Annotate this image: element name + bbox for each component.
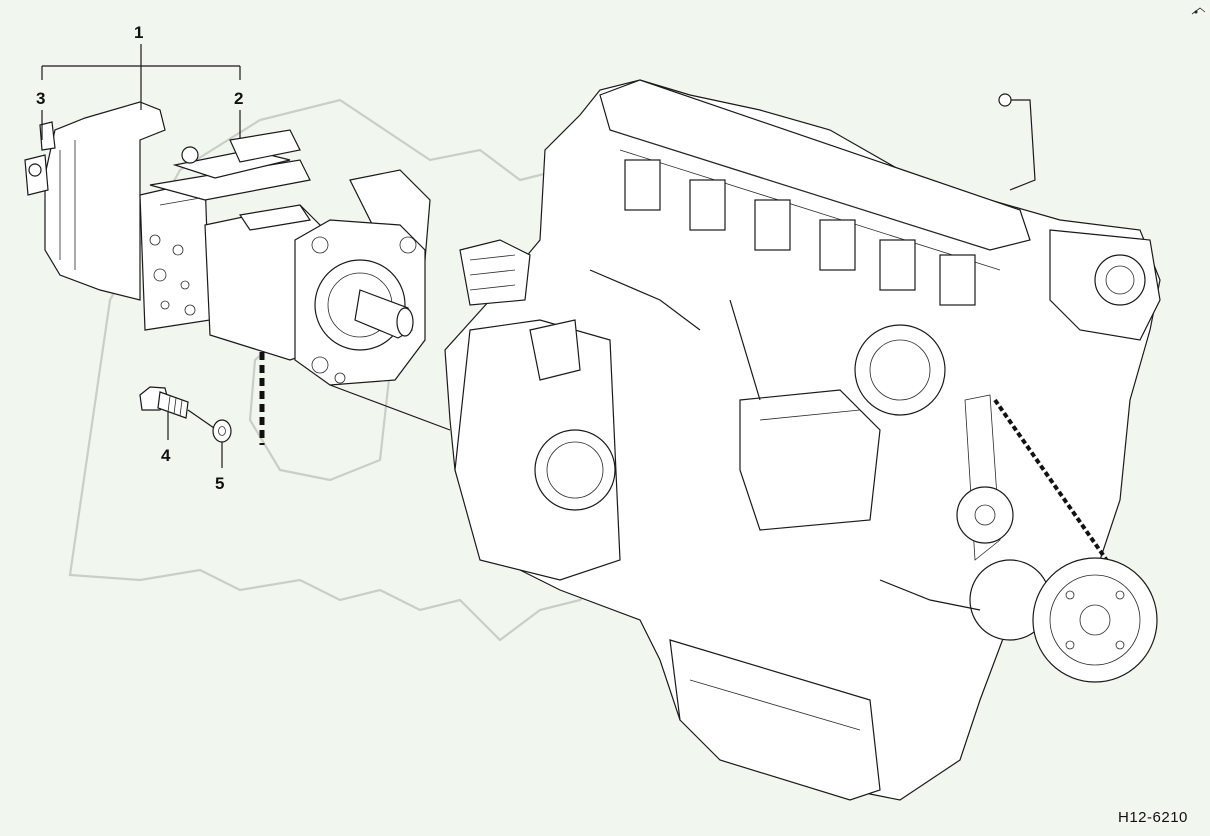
assembly-line-to-engine [329, 384, 451, 431]
callout-1: 1 [41, 23, 241, 110]
callout-4: 4 [161, 412, 171, 465]
engine-block [444, 79, 1161, 801]
bolt-part [139, 386, 189, 419]
callout-label-2: 2 [234, 89, 243, 108]
callout-label-1: 1 [134, 23, 143, 42]
orientation-mark [1191, 7, 1206, 15]
callout-label-4: 4 [161, 446, 171, 465]
callout-label-3: 3 [36, 89, 45, 108]
assembly-line [187, 409, 215, 429]
drawing-id: H12-6210 [1118, 809, 1188, 826]
callout-5: 5 [215, 442, 224, 493]
callout-2: 2 [234, 89, 243, 138]
callout-3: 3 [36, 89, 45, 140]
hydraulic-pump-assembly [24, 101, 431, 386]
washer-part [212, 419, 232, 443]
callout-label-5: 5 [215, 474, 224, 493]
